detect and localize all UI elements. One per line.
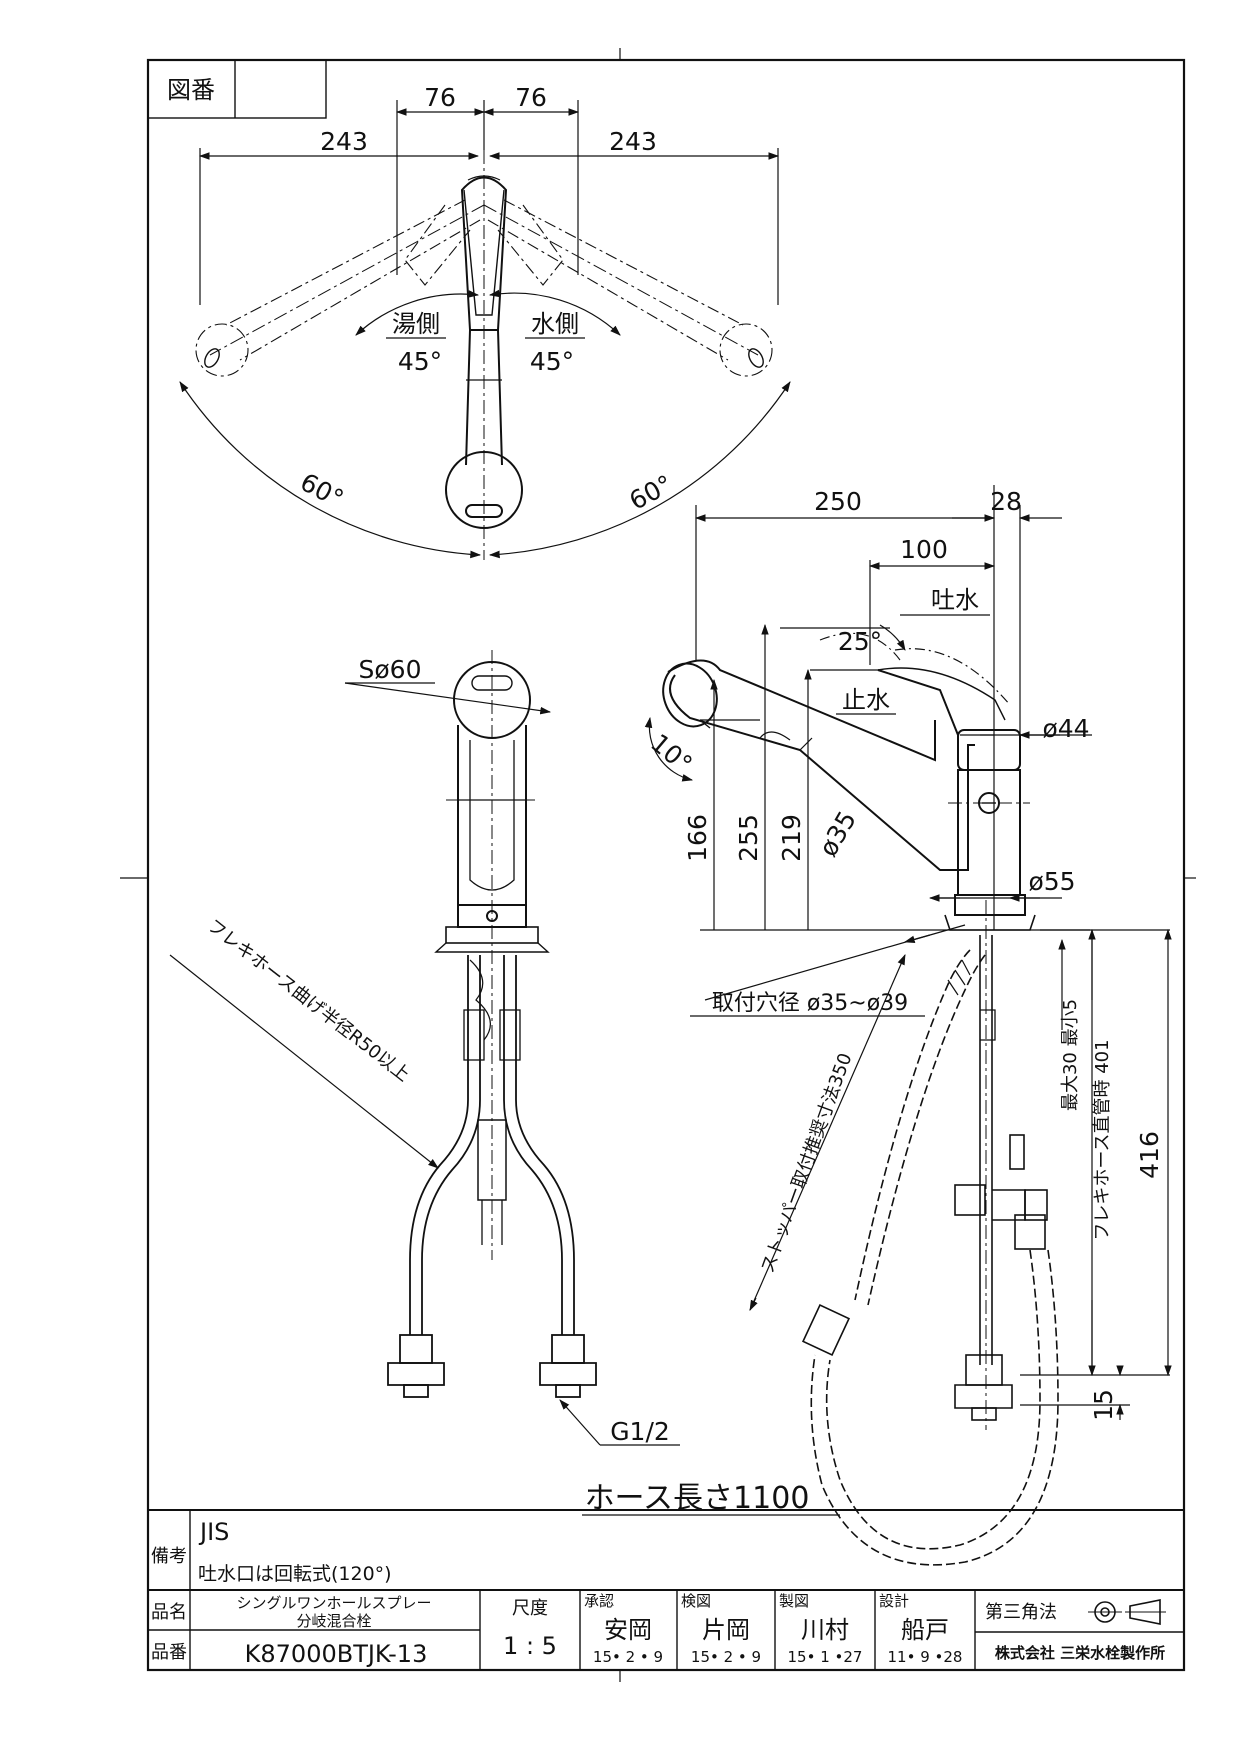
approve-date: 15• 2 • 9	[593, 1648, 663, 1666]
product-name-label: 品名	[151, 1602, 187, 1623]
dim-100: 100	[900, 535, 948, 564]
title-block: 備考 JIS 吐水口は回転式(120°) 品名 シングルワンホールスプレー 分岐…	[147, 1509, 1185, 1671]
remarks-line-2: 吐水口は回転式(120°)	[198, 1563, 392, 1585]
dia-44-label: ø44	[1042, 714, 1089, 743]
dim-76-left: 76	[424, 83, 456, 112]
dia-35-label: ø35	[813, 806, 862, 861]
front-view-centerlines	[446, 650, 538, 1260]
approve-name: 安岡	[604, 1616, 652, 1644]
part-number-label: 品番	[151, 1642, 187, 1663]
projection-label: 第三角法	[985, 1602, 1057, 1623]
top-view-ghost-positions	[195, 199, 773, 377]
product-name-line-1: シングルワンホールスプレー	[236, 1594, 431, 1612]
remarks-label: 備考	[151, 1546, 187, 1567]
hot-side-label: 湯側	[392, 310, 440, 338]
front-view-supply-hoses	[409, 955, 575, 1335]
check-name: 片岡	[702, 1616, 750, 1644]
draw-date: 15• 1 •27	[788, 1648, 863, 1666]
side-view-dimensions	[644, 485, 1172, 1420]
design-date: 11• 9 •28	[888, 1648, 963, 1666]
dim-255: 255	[734, 814, 763, 862]
front-view-leaders	[169, 682, 840, 1516]
front-view-fittings	[387, 1334, 597, 1398]
dim-166: 166	[683, 814, 712, 862]
drawing-number-box: 図番	[147, 59, 327, 119]
angle-hot-45: 45°	[398, 347, 442, 376]
dim-250: 250	[814, 487, 862, 516]
top-view: 76 76 243 243 湯側 水側 45° 45° 60° 60°	[179, 83, 791, 560]
angle-10-label: 10°	[645, 728, 698, 779]
dim-243-left: 243	[320, 127, 368, 156]
scale-label: 尺度	[512, 1598, 548, 1619]
draw-name: 川村	[801, 1616, 849, 1644]
angle-25-label: 25°	[838, 627, 882, 656]
dim-243-right: 243	[609, 127, 657, 156]
front-view: Sø60 フレキホース曲げ半径R50以上 G1/2 ホース長さ1100	[169, 650, 840, 1516]
cold-side-label: 水側	[531, 310, 579, 338]
design-label: 設計	[879, 1592, 909, 1610]
spout-off-label: 止水	[842, 686, 890, 714]
flex-hose-straight-label: フレキホース直管時 401	[1092, 1039, 1113, 1240]
scale-value: 1 : 5	[503, 1632, 557, 1660]
draw-label: 製図	[779, 1592, 809, 1610]
part-number: K87000BTJK-13	[245, 1640, 428, 1668]
side-view-centerlines	[948, 802, 1030, 1430]
remarks-line-1: JIS	[198, 1518, 229, 1546]
mount-hole-label: 取付穴径 ø35~ø39	[712, 991, 908, 1016]
dia-55-label: ø55	[1028, 867, 1075, 896]
max-min-label: 最大30 最小5	[1060, 999, 1081, 1111]
check-label: 検図	[681, 1592, 711, 1610]
dim-15: 15	[1089, 1389, 1118, 1421]
angle-right-60: 60°	[625, 469, 678, 515]
top-view-faucet-body	[445, 175, 523, 529]
stopper-recommended-label: ストッパー取付推奨寸法350	[757, 1050, 856, 1276]
dim-76-right: 76	[515, 83, 547, 112]
hose-bend-radius-label: フレキホース曲げ半径R50以上	[203, 915, 413, 1086]
side-view-hoses	[801, 935, 1059, 1566]
thread-size-label: G1/2	[610, 1417, 670, 1446]
side-view: 250 28 100 吐水 25° 止水 ø44 10° 166 255 219…	[644, 485, 1172, 1566]
product-name-line-2: 分岐混合栓	[296, 1612, 371, 1630]
sphere-dim-label: Sø60	[359, 655, 422, 684]
design-name: 船戸	[901, 1616, 949, 1644]
angle-cold-45: 45°	[530, 347, 574, 376]
spout-on-label: 吐水	[931, 586, 979, 614]
approve-label: 承認	[584, 1592, 614, 1610]
dim-219: 219	[777, 814, 806, 862]
angle-left-60: 60°	[296, 467, 349, 513]
top-view-ghost-heads	[204, 348, 764, 368]
side-view-faucet	[662, 632, 1036, 931]
company-name: 株式会社 三栄水栓製作所	[995, 1644, 1165, 1662]
check-date: 15• 2 • 9	[691, 1648, 761, 1666]
third-angle-projection-symbol	[1088, 1599, 1166, 1625]
drawing-number-label: 図番	[167, 76, 215, 104]
top-view-dimensions	[179, 100, 791, 559]
dim-416: 416	[1135, 1131, 1164, 1179]
dim-28: 28	[990, 487, 1022, 516]
